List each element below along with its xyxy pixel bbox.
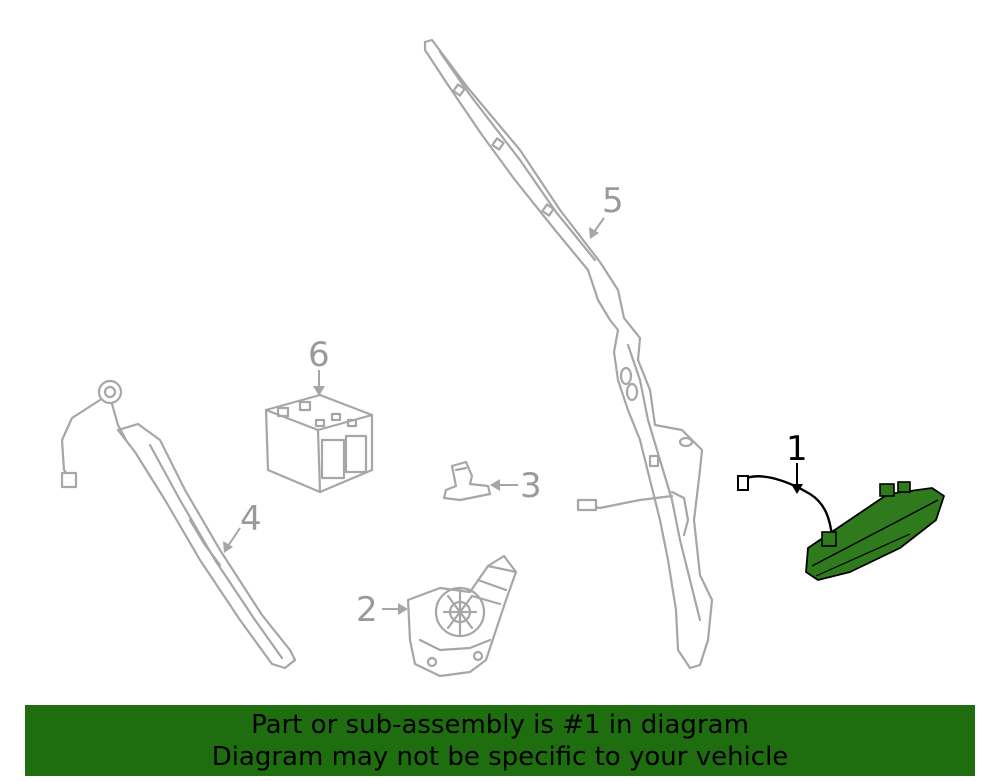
- part-1-lamp-assembly: [737, 475, 945, 581]
- info-banner: Part or sub-assembly is #1 in diagram Di…: [25, 705, 975, 776]
- banner-line-2: Diagram may not be specific to your vehi…: [211, 742, 789, 772]
- callout-6: 6: [308, 335, 330, 375]
- callout-5: 5: [602, 181, 624, 221]
- callout-1: 1: [786, 429, 808, 469]
- part-3-clip: [442, 460, 492, 502]
- banner-line-1: Part or sub-assembly is #1 in diagram: [251, 710, 749, 740]
- callout-4: 4: [240, 499, 262, 539]
- callout-3: 3: [520, 466, 542, 506]
- part-4-trim-strip: [60, 379, 297, 670]
- part-5-pillar-trim: [423, 38, 714, 670]
- parts-diagram: 1 2 3 4 5 6: [60, 38, 945, 678]
- callout-2: 2: [356, 590, 378, 630]
- part-2-motor: [406, 554, 518, 678]
- part-6-connector-block: [264, 393, 374, 494]
- leader-arrows: [223, 217, 803, 615]
